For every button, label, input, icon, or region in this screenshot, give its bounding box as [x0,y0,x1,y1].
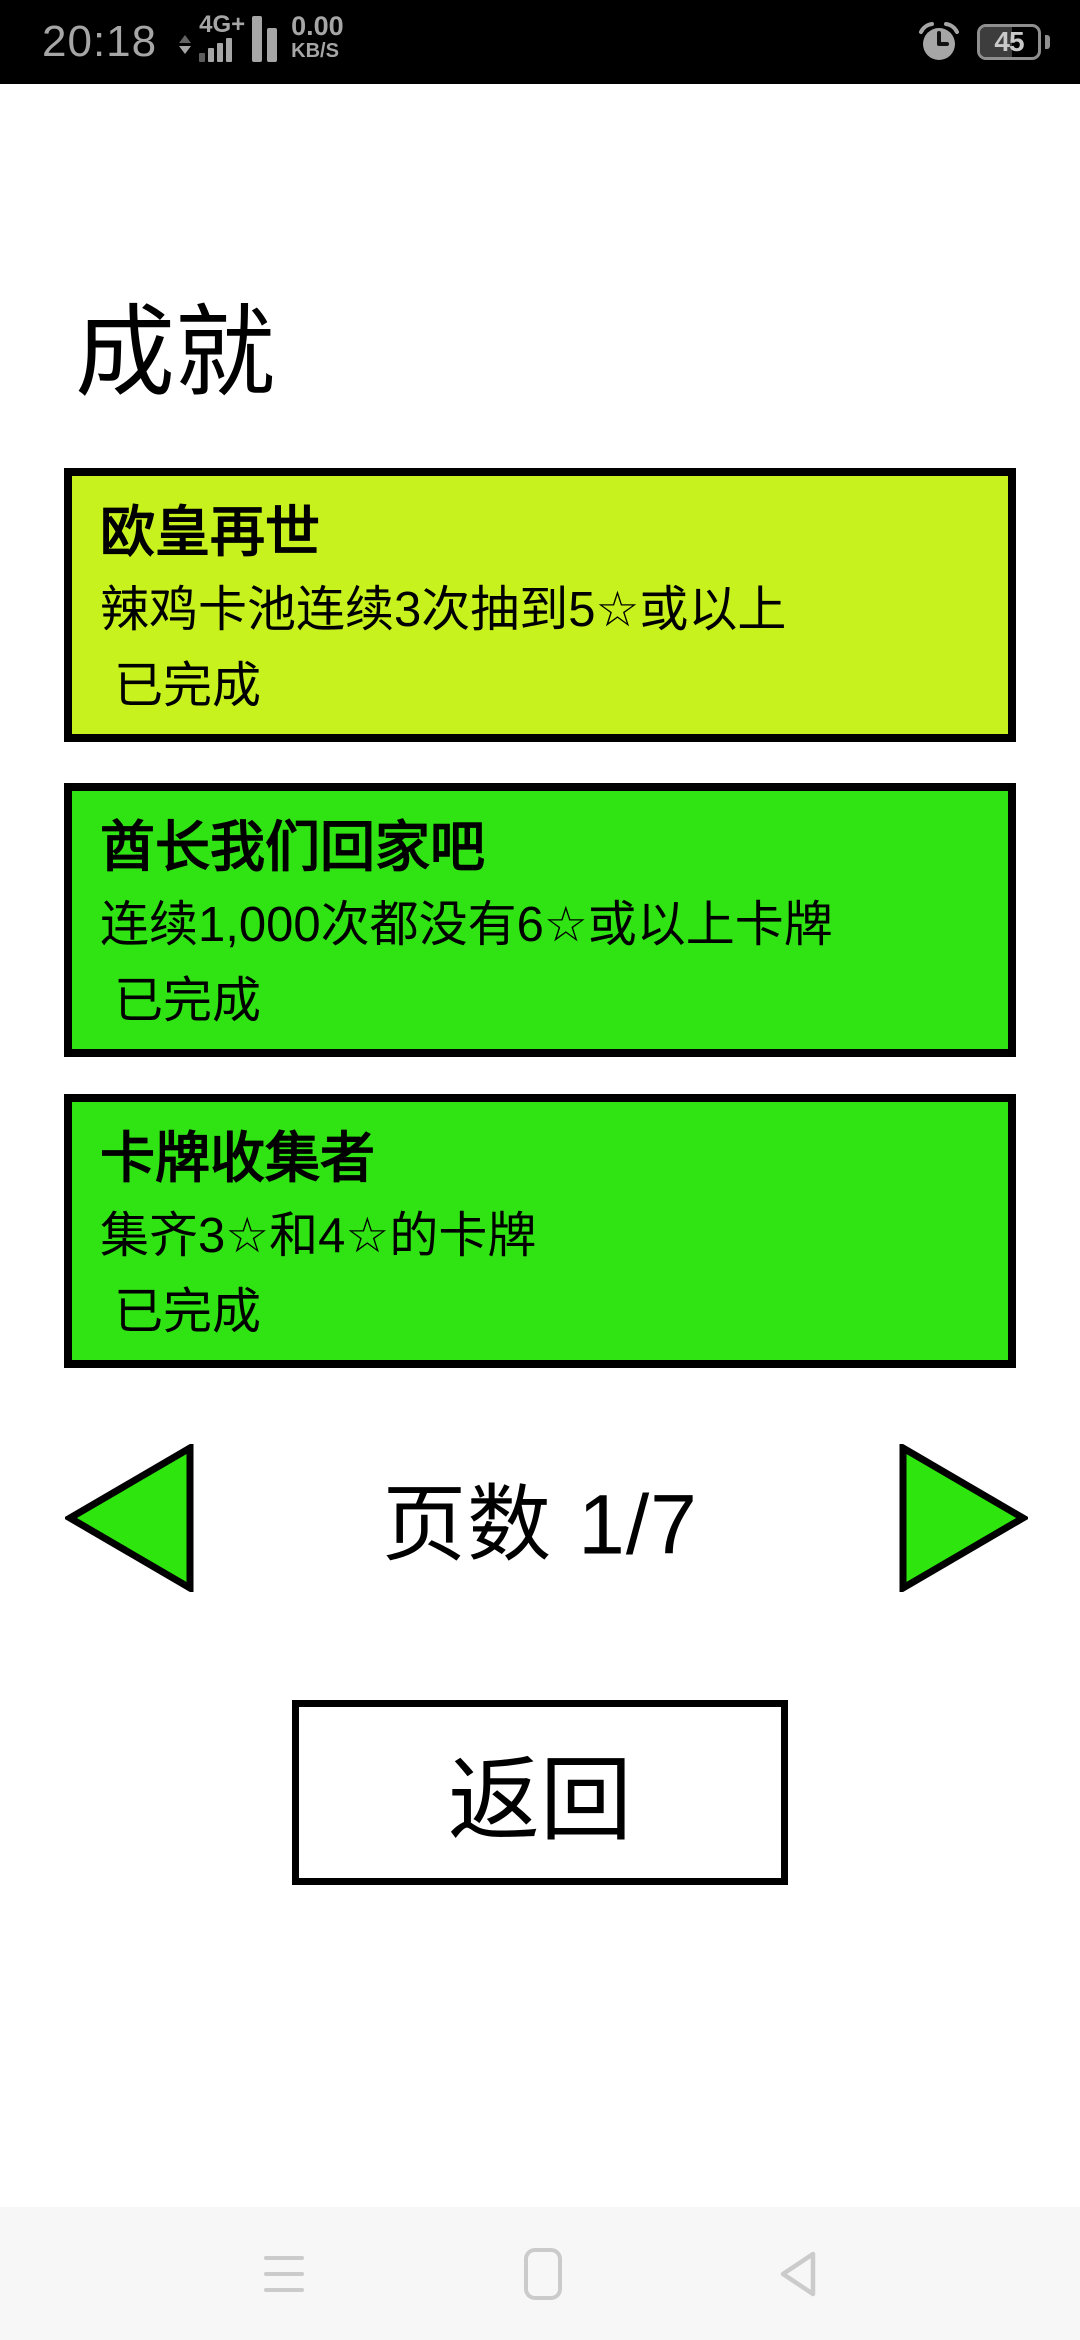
sim1-signal: 4G+ [199,11,246,62]
achievement-card: 酋长我们回家吧 连续1,000次都没有6☆或以上卡牌 已完成 [64,783,1016,1057]
menu-icon[interactable] [264,2255,304,2292]
achievement-name: 酋长我们回家吧 [100,816,486,878]
recents-icon[interactable] [524,2247,562,2300]
achievement-name: 卡牌收集者 [100,1127,376,1189]
network-status-cluster: 4G+ 0.00 KB/S [179,12,344,72]
previous-page-button[interactable] [65,1444,195,1592]
next-page-button[interactable] [898,1444,1028,1592]
data-activity-icon [179,35,192,54]
data-rate-indicator: 0.00 KB/S [291,11,344,63]
page-separator: / [625,1477,651,1572]
alarm-icon [919,22,959,60]
battery-nub [1045,35,1050,49]
status-bar: 20:18 4G+ 0.00 KB/S [0,0,1080,84]
status-bar-right: 45 [917,20,1050,64]
right-triangle-icon [899,1444,1028,1592]
achievement-status: 已完成 [114,659,262,714]
battery-percent: 45 [994,26,1024,57]
achievement-status: 已完成 [114,974,262,1029]
left-triangle-icon [65,1444,194,1592]
battery-fill [980,27,1012,57]
data-rate-unit: KB/S [291,40,339,62]
achievement-status: 已完成 [114,1285,262,1340]
network-type-label: 4G+ [199,11,246,38]
back-icon[interactable] [776,2247,820,2301]
page-current: 1 [578,1477,626,1572]
battery-indicator: 45 [977,24,1041,60]
pagination: 页数 1/7 [0,1444,1080,1592]
achievement-description: 集齐3☆和4☆的卡牌 [100,1209,537,1264]
page-title: 成就 [75,297,275,409]
page-indicator: 页数 1/7 [0,1458,1080,1579]
clock-time: 20:18 [42,17,158,66]
achievement-card: 欧皇再世 辣鸡卡池连续3次抽到5☆或以上 已完成 [64,468,1016,742]
back-button[interactable]: 返回 [292,1700,788,1885]
signal-strength-icon [199,38,233,62]
system-navigation-bar [0,2207,1080,2340]
data-rate-value: 0.00 [291,11,344,41]
achievement-name: 欧皇再世 [100,501,321,563]
page-indicator-prefix: 页数 [382,1477,553,1572]
page-total: 7 [650,1477,698,1572]
achievement-description: 连续1,000次都没有6☆或以上卡牌 [100,898,833,953]
achievement-description: 辣鸡卡池连续3次抽到5☆或以上 [100,583,787,638]
achievement-card: 卡牌收集者 集齐3☆和4☆的卡牌 已完成 [64,1094,1016,1368]
signal-strength-icon-2 [252,16,278,62]
